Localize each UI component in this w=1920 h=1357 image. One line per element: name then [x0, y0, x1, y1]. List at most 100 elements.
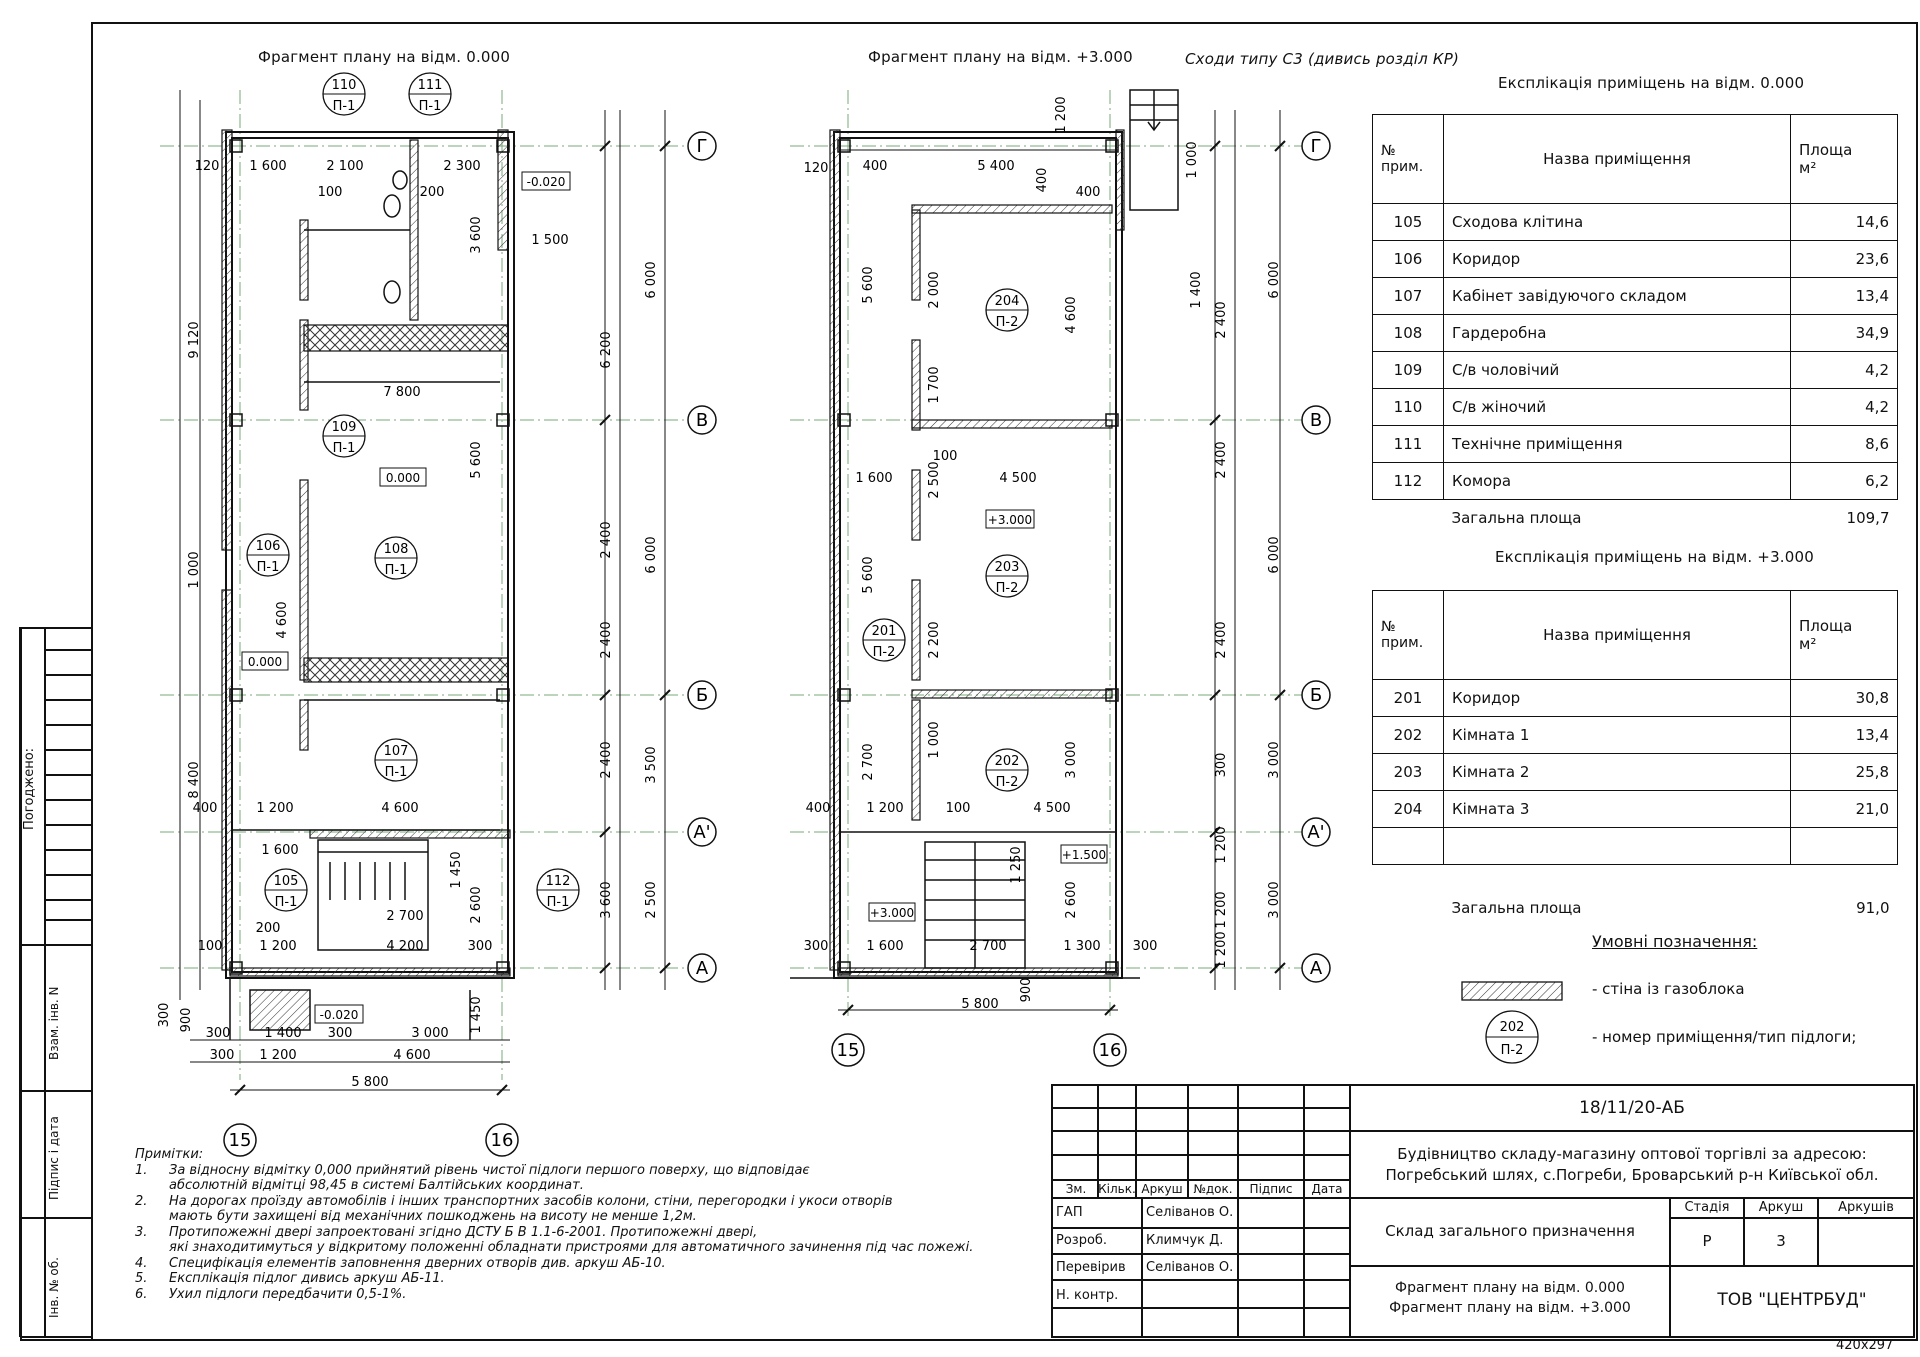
room-number: 202: [995, 754, 1020, 769]
axis-row-label: А: [696, 958, 709, 979]
person-role: Розроб.: [1056, 1233, 1108, 1248]
dim-text: 5 600: [861, 556, 876, 593]
room-number: 109: [332, 420, 357, 435]
room-number: 112: [546, 874, 571, 889]
dim-text: 2 600: [1064, 881, 1079, 918]
dim-text: 5 600: [469, 441, 484, 478]
axis-row-label: А: [1310, 958, 1323, 979]
dim-text: 100: [198, 939, 223, 954]
axis-row-label: В: [1310, 410, 1322, 431]
dim-text: 120: [804, 161, 829, 176]
dim-text: 2 200: [927, 621, 942, 658]
title-sheet-line2: Фрагмент плану на відм. +3.000: [1389, 1300, 1631, 1316]
dim-text: 2 400: [1214, 621, 1229, 658]
table1-total-label: Загальна площа: [1451, 509, 1582, 527]
dim-text: 300: [157, 1003, 172, 1028]
room-floor-type: П-1: [385, 765, 408, 780]
table2-total: 91,0: [1856, 899, 1890, 917]
dim-text: 2 600: [469, 886, 484, 923]
col-header: Дата: [1311, 1182, 1343, 1196]
dim-text: 5 400: [977, 159, 1014, 174]
dim-text: 5 800: [961, 997, 998, 1012]
sheet-value: 3: [1776, 1232, 1786, 1250]
dim-text: 4 600: [275, 601, 290, 638]
person-role: Н. контр.: [1056, 1288, 1119, 1303]
table-row: [1372, 827, 1898, 865]
sheets-label: Аркушів: [1838, 1200, 1894, 1215]
legend-room-text: - номер приміщення/тип підлоги;: [1592, 1028, 1857, 1046]
dim-text: 6 000: [644, 536, 659, 573]
dim-text: 2 500: [644, 881, 659, 918]
person-name: Селіванов О.: [1146, 1260, 1234, 1275]
dim-text: 1 000: [1185, 141, 1200, 178]
table2-header-name: Назва приміщення: [1443, 590, 1791, 680]
room-floor-type: П-1: [257, 560, 280, 575]
drawing-frame: [91, 22, 1918, 1341]
room-floor-type: П-2: [996, 315, 1019, 330]
table1-title: Експлікація приміщень на відм. 0.000: [1498, 74, 1805, 92]
room-floor-type: П-1: [275, 895, 298, 910]
title-block-frame: [1051, 1084, 1915, 1338]
table1-header-num: № прим.: [1372, 114, 1444, 204]
dim-text: 4 500: [1033, 801, 1070, 816]
dim-text: 100: [946, 801, 971, 816]
axis-row-label: Б: [696, 685, 708, 706]
dim-text: 2 700: [861, 743, 876, 780]
dim-text: 4 600: [381, 801, 418, 816]
dim-text: 2 300: [443, 159, 480, 174]
legend-room-number: 202: [1500, 1020, 1525, 1035]
title-project-line1: Будівництво складу-магазину оптової торг…: [1397, 1145, 1867, 1163]
dim-text: 7 800: [383, 385, 420, 400]
axis-row-label: В: [696, 410, 708, 431]
level-mark: 0.000: [248, 655, 282, 669]
sheet-label: Аркуш: [1758, 1200, 1804, 1215]
dim-text: 6 000: [644, 261, 659, 298]
dim-text: 400: [1035, 168, 1050, 193]
dim-text: 5 800: [351, 1075, 388, 1090]
room-floor-type: П-1: [547, 895, 570, 910]
dim-text: 2 000: [927, 271, 942, 308]
left-plan-title: Фрагмент плану на відм. 0.000: [258, 48, 511, 66]
title-sheet-line1: Фрагмент плану на відм. 0.000: [1395, 1280, 1625, 1296]
dim-text: 1 200: [1214, 826, 1229, 863]
legend-title: Умовні позначення:: [1592, 932, 1758, 951]
room-number: 107: [384, 744, 409, 759]
col-header: №док.: [1193, 1182, 1233, 1196]
table1-header-name: Назва приміщення: [1443, 114, 1791, 204]
dim-text: 1 200: [1054, 96, 1069, 133]
dim-text: 1 200: [1214, 931, 1229, 968]
dim-text: 4 600: [1064, 296, 1079, 333]
dim-text: 4 200: [386, 939, 423, 954]
dim-text: 4 600: [393, 1048, 430, 1063]
room-number: 106: [256, 539, 281, 554]
dim-text: 2 400: [1214, 301, 1229, 338]
dim-text: 100: [933, 449, 958, 464]
room-floor-type: П-1: [333, 441, 356, 456]
dim-text: 2 500: [927, 461, 942, 498]
dim-text: 300: [210, 1048, 235, 1063]
dim-text: 400: [1076, 185, 1101, 200]
room-floor-type: П-1: [333, 99, 356, 114]
axis-row-label: Г: [1311, 136, 1322, 157]
dim-text: 300: [1133, 939, 1158, 954]
dim-text: 9 120: [187, 321, 202, 358]
dim-text: 2 100: [326, 159, 363, 174]
level-mark: 0.000: [386, 471, 420, 485]
person-role: ГАП: [1056, 1205, 1083, 1220]
dim-text: 900: [179, 1008, 194, 1033]
title-code: 18/11/20-АБ: [1579, 1098, 1685, 1118]
dim-text: 300: [1214, 753, 1229, 778]
dim-text: 8 400: [187, 761, 202, 798]
room-number: 105: [274, 874, 299, 889]
level-mark: -0.020: [527, 175, 566, 189]
dim-text: 1 200: [259, 939, 296, 954]
